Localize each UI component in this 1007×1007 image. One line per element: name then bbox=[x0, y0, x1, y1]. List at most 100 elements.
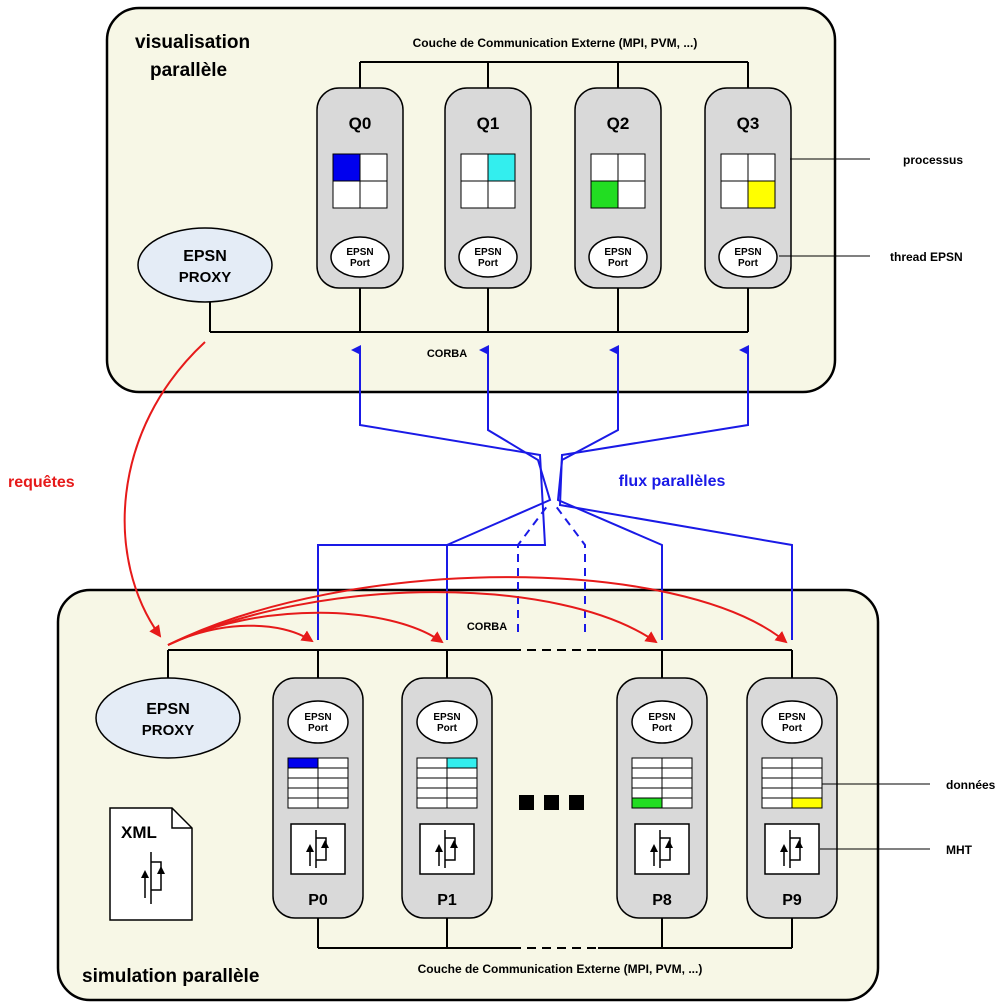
table-cell bbox=[791, 767, 823, 779]
table-cell bbox=[631, 767, 663, 779]
table-cell bbox=[761, 777, 793, 789]
grid-cell bbox=[617, 153, 646, 182]
node-label: Q2 bbox=[607, 114, 630, 133]
node-label: Q1 bbox=[477, 114, 500, 133]
port-line2: Port bbox=[652, 723, 673, 734]
port-line1: EPSN bbox=[304, 712, 331, 723]
flow-line-p9-q3 bbox=[558, 345, 793, 640]
processus-label: processus bbox=[903, 153, 963, 167]
grid-cell bbox=[487, 180, 516, 209]
epsn-port bbox=[588, 236, 648, 278]
port-line1: EPSN bbox=[648, 712, 675, 723]
port-line1: EPSN bbox=[433, 712, 460, 723]
table-cell bbox=[287, 797, 319, 809]
simulation-proxy-line2: PROXY bbox=[142, 722, 195, 739]
visualisation-title-line2: parallèle bbox=[150, 60, 227, 81]
port-line1: EPSN bbox=[778, 712, 805, 723]
grid-cell bbox=[487, 153, 516, 182]
request-arrow-p8 bbox=[167, 591, 658, 646]
table-cell bbox=[287, 767, 319, 779]
port-line1: EPSN bbox=[346, 247, 373, 258]
epsn-port bbox=[458, 236, 518, 278]
port-line2: Port bbox=[308, 723, 329, 734]
table-cell bbox=[661, 797, 693, 809]
table-cell bbox=[446, 777, 478, 789]
xml-document: XML bbox=[109, 807, 193, 921]
simulation-corba-label: CORBA bbox=[467, 621, 507, 633]
visualisation-proxy bbox=[137, 227, 273, 303]
visualisation-corba-label: CORBA bbox=[427, 348, 467, 360]
donnees-label: données bbox=[946, 778, 996, 792]
table-cell bbox=[416, 757, 448, 769]
visualisation-proxy-line2: PROXY bbox=[179, 269, 232, 286]
node-label: P1 bbox=[437, 892, 457, 909]
grid-cell bbox=[590, 180, 619, 209]
data-table bbox=[761, 757, 823, 809]
mht-icon bbox=[290, 823, 346, 875]
port-line2: Port bbox=[478, 258, 499, 269]
node-label: Q3 bbox=[737, 114, 760, 133]
port-line1: EPSN bbox=[474, 247, 501, 258]
table-cell bbox=[661, 757, 693, 769]
grid-cell bbox=[359, 180, 388, 209]
port-line2: Port bbox=[738, 258, 759, 269]
request-arrow-p9 bbox=[167, 576, 788, 646]
table-cell bbox=[446, 757, 478, 769]
table-cell bbox=[317, 767, 349, 779]
visualisation-comm-layer: Couche de Communication Externe (MPI, PV… bbox=[413, 36, 698, 50]
data-table bbox=[416, 757, 478, 809]
epsn-port bbox=[416, 700, 478, 744]
table-cell bbox=[631, 777, 663, 789]
port-line2: Port bbox=[782, 723, 803, 734]
node-label: P8 bbox=[652, 892, 672, 909]
port-line2: Port bbox=[437, 723, 458, 734]
xml-label: XML bbox=[121, 823, 157, 842]
table-cell bbox=[416, 787, 448, 799]
simulation-proxy-line1: EPSN bbox=[146, 701, 190, 718]
xml-tree-icon bbox=[141, 852, 165, 904]
epsn-port bbox=[330, 236, 390, 278]
table-cell bbox=[791, 757, 823, 769]
requests: requêtes bbox=[8, 341, 788, 646]
flow-line-p0-q0 bbox=[317, 345, 547, 640]
node-label: P0 bbox=[308, 892, 328, 909]
epsn-port bbox=[631, 700, 693, 744]
table-cell bbox=[761, 787, 793, 799]
table-cell bbox=[761, 767, 793, 779]
table-cell bbox=[287, 787, 319, 799]
grid-cell bbox=[617, 180, 646, 209]
flux-label: flux parallèles bbox=[619, 473, 726, 490]
visualisation-title-line1: visualisation bbox=[135, 32, 250, 53]
table-cell bbox=[446, 797, 478, 809]
table-cell bbox=[416, 777, 448, 789]
epsn-port bbox=[718, 236, 778, 278]
request-arrow-proxy bbox=[123, 341, 206, 638]
parallel-flows: flux parallèles bbox=[317, 345, 793, 640]
requetes-label: requêtes bbox=[8, 474, 75, 491]
callouts: processus thread EPSN données MHT bbox=[779, 153, 996, 857]
simulation-title: simulation parallèle bbox=[82, 966, 259, 987]
table-cell bbox=[761, 797, 793, 809]
table-cell bbox=[631, 757, 663, 769]
table-cell bbox=[317, 757, 349, 769]
mht-icon bbox=[634, 823, 690, 875]
table-cell bbox=[446, 787, 478, 799]
mht-icon bbox=[764, 823, 820, 875]
data-table bbox=[287, 757, 349, 809]
node-label: P9 bbox=[782, 892, 802, 909]
visualisation-proxy-line1: EPSN bbox=[183, 248, 227, 265]
grid-cell bbox=[590, 153, 619, 182]
port-line1: EPSN bbox=[734, 247, 761, 258]
process-grid bbox=[332, 153, 388, 209]
table-cell bbox=[661, 787, 693, 799]
ellipsis-more-nodes bbox=[519, 795, 584, 810]
simulation-comm-layer: Couche de Communication Externe (MPI, PV… bbox=[418, 962, 703, 976]
grid-cell bbox=[332, 180, 361, 209]
